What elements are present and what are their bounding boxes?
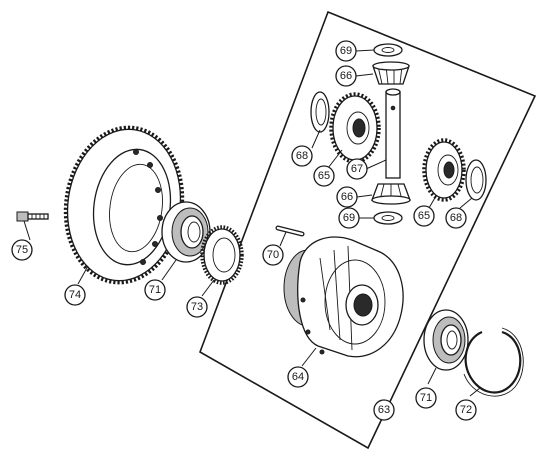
ring-gear-bolt (16, 211, 49, 222)
ring-gear (63, 125, 185, 285)
callout-69-top: 69 (335, 40, 357, 62)
callout-73: 73 (186, 296, 208, 318)
callout-68-right: 68 (445, 207, 467, 229)
pinion-gear-top (372, 61, 410, 85)
lock-pin (275, 225, 305, 237)
callout-71-left: 71 (144, 279, 166, 301)
bearing-right (423, 309, 469, 371)
svg-text:66: 66 (341, 191, 353, 203)
callout-67: 67 (346, 158, 368, 180)
pinion-shaft (385, 88, 401, 179)
svg-text:75: 75 (16, 244, 28, 256)
svg-text:72: 72 (460, 404, 472, 416)
leader-lines (23, 49, 481, 397)
svg-text:73: 73 (191, 301, 203, 313)
callout-66-bottom: 66 (336, 186, 358, 208)
callout-72: 72 (455, 399, 477, 421)
side-gear-left (310, 91, 381, 164)
callout-68-left: 68 (291, 145, 313, 167)
callout-69-bottom: 69 (338, 207, 360, 229)
callout-66-top: 66 (335, 65, 357, 87)
speedometer-drive-gear (200, 225, 244, 285)
differential-assembly-boundary (199, 10, 537, 450)
bearing-left (161, 201, 211, 263)
svg-text:69: 69 (343, 212, 355, 224)
svg-text:63: 63 (378, 404, 390, 416)
callout-74: 74 (64, 284, 86, 306)
differential-case (283, 236, 404, 358)
callout-65-left: 65 (313, 165, 335, 187)
svg-text:69: 69 (340, 45, 352, 57)
callout-63: 63 (373, 399, 395, 421)
svg-text:68: 68 (296, 150, 308, 162)
pinion-washer-bottom (373, 211, 403, 225)
svg-text:64: 64 (292, 371, 304, 383)
snap-ring (463, 327, 524, 397)
svg-text:74: 74 (69, 289, 81, 301)
side-gear-right (422, 138, 487, 202)
pinion-gear-bottom (371, 183, 411, 205)
callout-75: 75 (11, 239, 33, 261)
svg-text:65: 65 (418, 210, 430, 222)
svg-text:67: 67 (351, 163, 363, 175)
svg-text:70: 70 (267, 249, 279, 261)
svg-text:71: 71 (420, 392, 432, 404)
callout-64: 64 (287, 366, 309, 388)
pinion-washer-top (373, 43, 403, 57)
callout-65-right: 65 (413, 205, 435, 227)
svg-text:71: 71 (149, 284, 161, 296)
svg-text:68: 68 (450, 212, 462, 224)
callout-70: 70 (262, 244, 284, 266)
svg-text:66: 66 (340, 70, 352, 82)
svg-text:65: 65 (318, 170, 330, 182)
callout-71-right: 71 (415, 387, 437, 409)
